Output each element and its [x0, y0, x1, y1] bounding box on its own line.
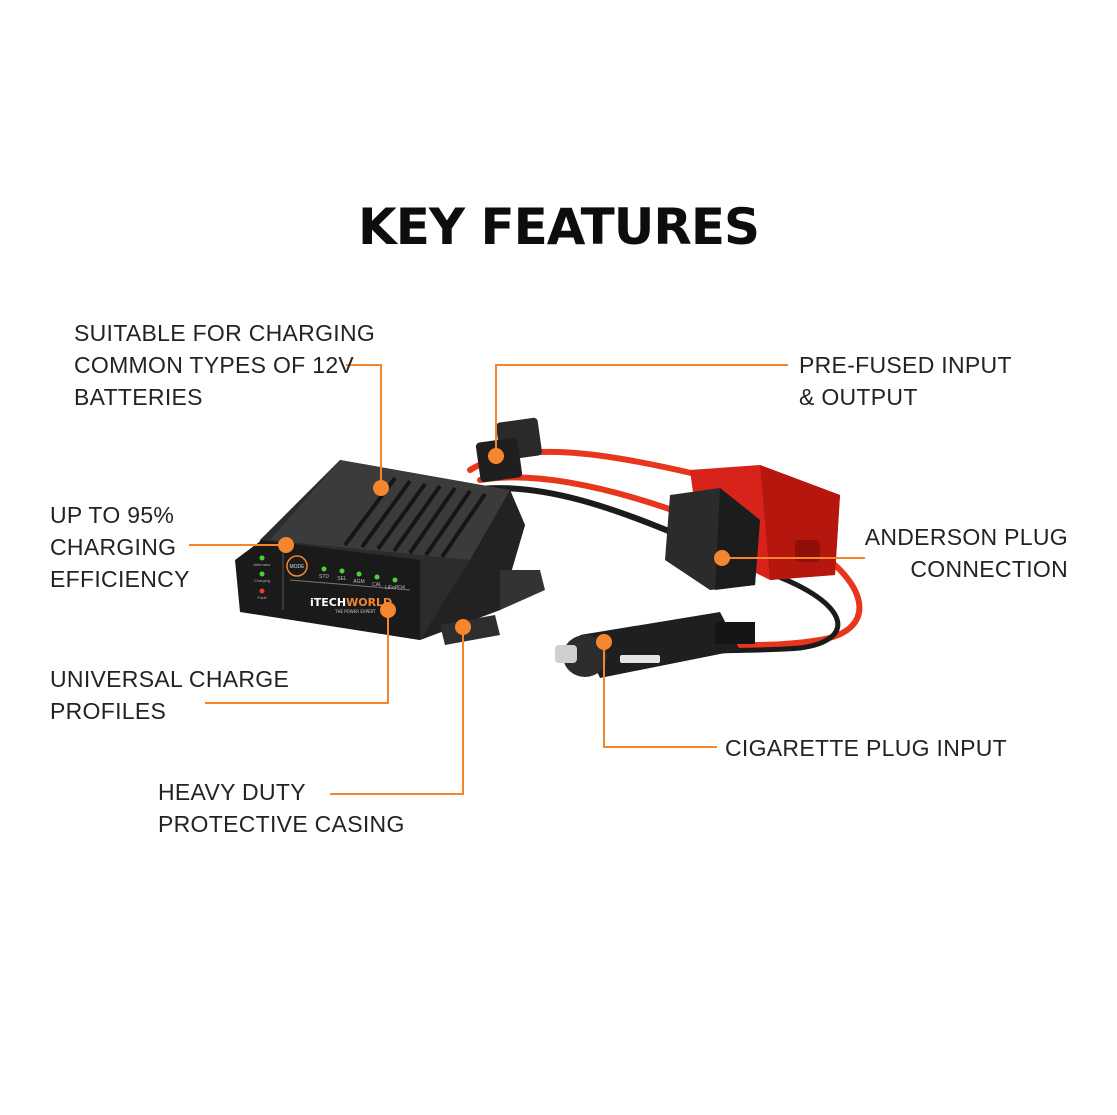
svg-text:STD: STD — [319, 574, 329, 580]
feature-fused: PRE-FUSED INPUT & OUTPUT — [799, 352, 1012, 410]
profile-leds: STD SEL AGM CAL LiFePO4 — [319, 566, 405, 591]
feature-charge-profiles: UNIVERSAL CHARGE PROFILES — [50, 666, 290, 724]
svg-text:iTECHWORLD: iTECHWORLD — [310, 596, 392, 609]
status-leds: Alternator Charging Fault — [253, 555, 271, 600]
svg-text:CAL: CAL — [372, 582, 382, 588]
cigarette-plug — [555, 612, 755, 678]
svg-text:MODE: MODE — [290, 564, 306, 570]
feature-cigarette: CIGARETTE PLUG INPUT — [725, 735, 1008, 761]
fuse-holders — [475, 417, 542, 483]
svg-text:Fault: Fault — [258, 595, 268, 600]
svg-text:Alternator: Alternator — [253, 562, 271, 567]
svg-text:THE POWER EXPERT: THE POWER EXPERT — [334, 609, 376, 614]
brand-logo: iTECHWORLD THE POWER EXPERT — [310, 596, 392, 614]
feature-battery-types: SUITABLE FOR CHARGING COMMON TYPES OF 12… — [74, 320, 376, 410]
page-title: KEY FEATURES — [357, 198, 760, 256]
svg-text:LiFePO4: LiFePO4 — [385, 585, 405, 591]
leader-lines — [189, 364, 865, 795]
feature-casing: HEAVY DUTY PROTECTIVE CASING — [158, 779, 405, 837]
leader-dots — [278, 448, 730, 650]
feature-efficiency: UP TO 95% CHARGING EFFICIENCY — [50, 502, 190, 592]
svg-text:AGM: AGM — [353, 579, 364, 585]
feature-anderson: ANDERSON PLUG CONNECTION — [864, 524, 1068, 582]
charger-body — [235, 460, 545, 645]
mode-button-icon: MODE — [286, 555, 308, 577]
svg-text:Charging: Charging — [254, 578, 270, 583]
svg-text:SEL: SEL — [337, 576, 347, 582]
